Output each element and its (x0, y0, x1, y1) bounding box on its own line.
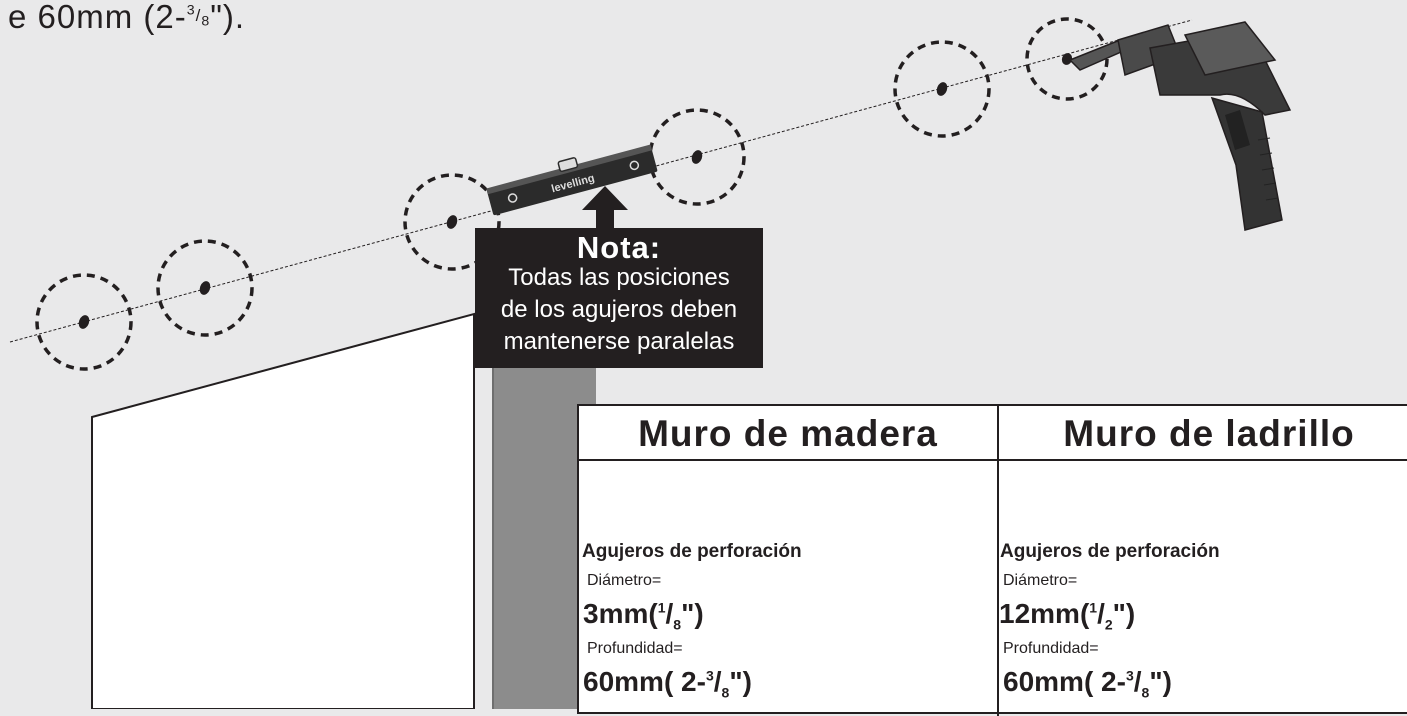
column-divider (997, 406, 999, 716)
header-divider (579, 459, 1407, 461)
depth-value-brick: 60mm( 2-3/8") (1003, 666, 1172, 701)
hole-markers (35, 17, 1109, 371)
up-arrow (582, 186, 628, 230)
depth-label-wood: Profundidad= (587, 640, 683, 657)
depth-label-brick: Profundidad= (1003, 640, 1099, 657)
hole-marker-1 (35, 273, 133, 371)
header-frac-slash: / (195, 5, 202, 25)
diameter-value-wood: 3mm(1/8") (583, 598, 704, 633)
spirit-level: levelling (486, 144, 658, 216)
column-heading-wood: Muro de madera (638, 413, 938, 454)
hole-marker-5 (893, 40, 991, 138)
column-heading-brick: Muro de ladrillo (1063, 413, 1355, 454)
hole-marker-3 (403, 173, 501, 271)
note-line-1: Todas las posiciones (508, 264, 730, 291)
note-line-3: mantenerse paralelas (503, 328, 735, 355)
drill-label-wood: Agujeros de perforación (582, 541, 802, 562)
hole-dots (78, 53, 1073, 329)
note-box: Nota: Todas las posiciones de los agujer… (475, 228, 763, 368)
drill-label-brick: Agujeros de perforación (1000, 541, 1220, 562)
header-text: e 60mm (2-3/8"). (8, 0, 245, 36)
depth-value-wood: 60mm( 2-3/8") (583, 666, 752, 701)
header-frac-den: 8 (201, 13, 211, 30)
header-main: e 60mm (2- (8, 0, 187, 35)
hole-marker-6 (1025, 17, 1109, 101)
note-line-2: de los agujeros deben (500, 296, 738, 323)
diameter-label-wood: Diámetro= (587, 572, 662, 589)
wall-panel (91, 312, 475, 709)
diameter-value-brick: 12mm(1/2") (999, 598, 1136, 633)
power-drill (1068, 21, 1292, 231)
header-end: "). (210, 0, 246, 35)
header-frac-num: 3 (186, 2, 196, 18)
hole-marker-2 (156, 239, 254, 337)
diameter-label-brick: Diámetro= (1003, 572, 1078, 589)
drilling-spec-table: Muro de madera Agujeros de perforación D… (577, 404, 1407, 716)
note-title: Nota: (576, 230, 662, 265)
